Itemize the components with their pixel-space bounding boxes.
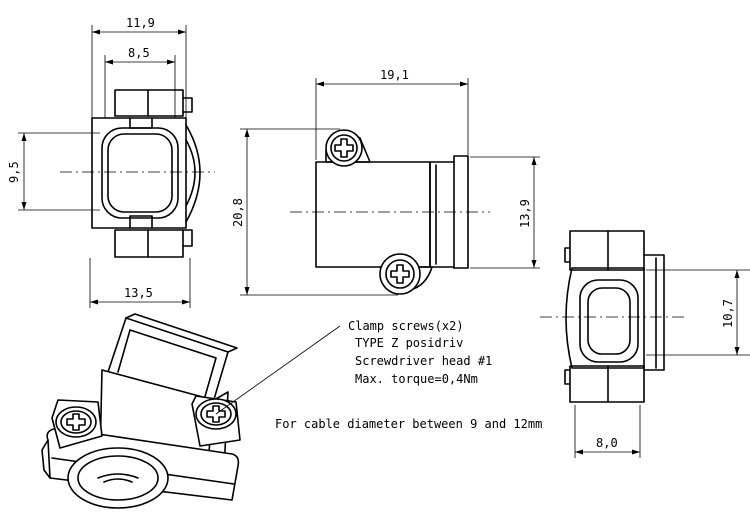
notes: Clamp screws(x2) TYPE Z posidriv Screwdr…: [275, 319, 542, 431]
note-type: TYPE Z posidriv: [355, 336, 463, 350]
note-clamp-screws: Clamp screws(x2): [348, 319, 464, 333]
note-cable-diameter: For cable diameter between 9 and 12mm: [275, 417, 542, 431]
isometric-view: [41, 313, 341, 509]
dim-front-width-inner: 8,5: [128, 46, 150, 60]
right-view: 10,7 8,0: [540, 230, 750, 458]
dim-front-base-width: 13,5: [124, 286, 153, 300]
note-screwdriver: Screwdriver head #1: [355, 354, 492, 368]
dim-right-height: 10,7: [721, 299, 735, 328]
side-view: 19,1 20,8 13,9: [231, 68, 540, 296]
dim-right-width: 8,0: [596, 436, 618, 450]
front-view: 11,9 8,5 9,5 13,5: [7, 16, 215, 308]
dim-front-width-outer: 11,9: [126, 16, 155, 30]
note-torque: Max. torque=0,4Nm: [355, 372, 478, 386]
dim-side-length: 19,1: [380, 68, 409, 82]
dim-side-height: 20,8: [231, 198, 245, 227]
dim-front-height: 9,5: [7, 161, 21, 183]
dim-side-body-height: 13,9: [518, 199, 532, 228]
